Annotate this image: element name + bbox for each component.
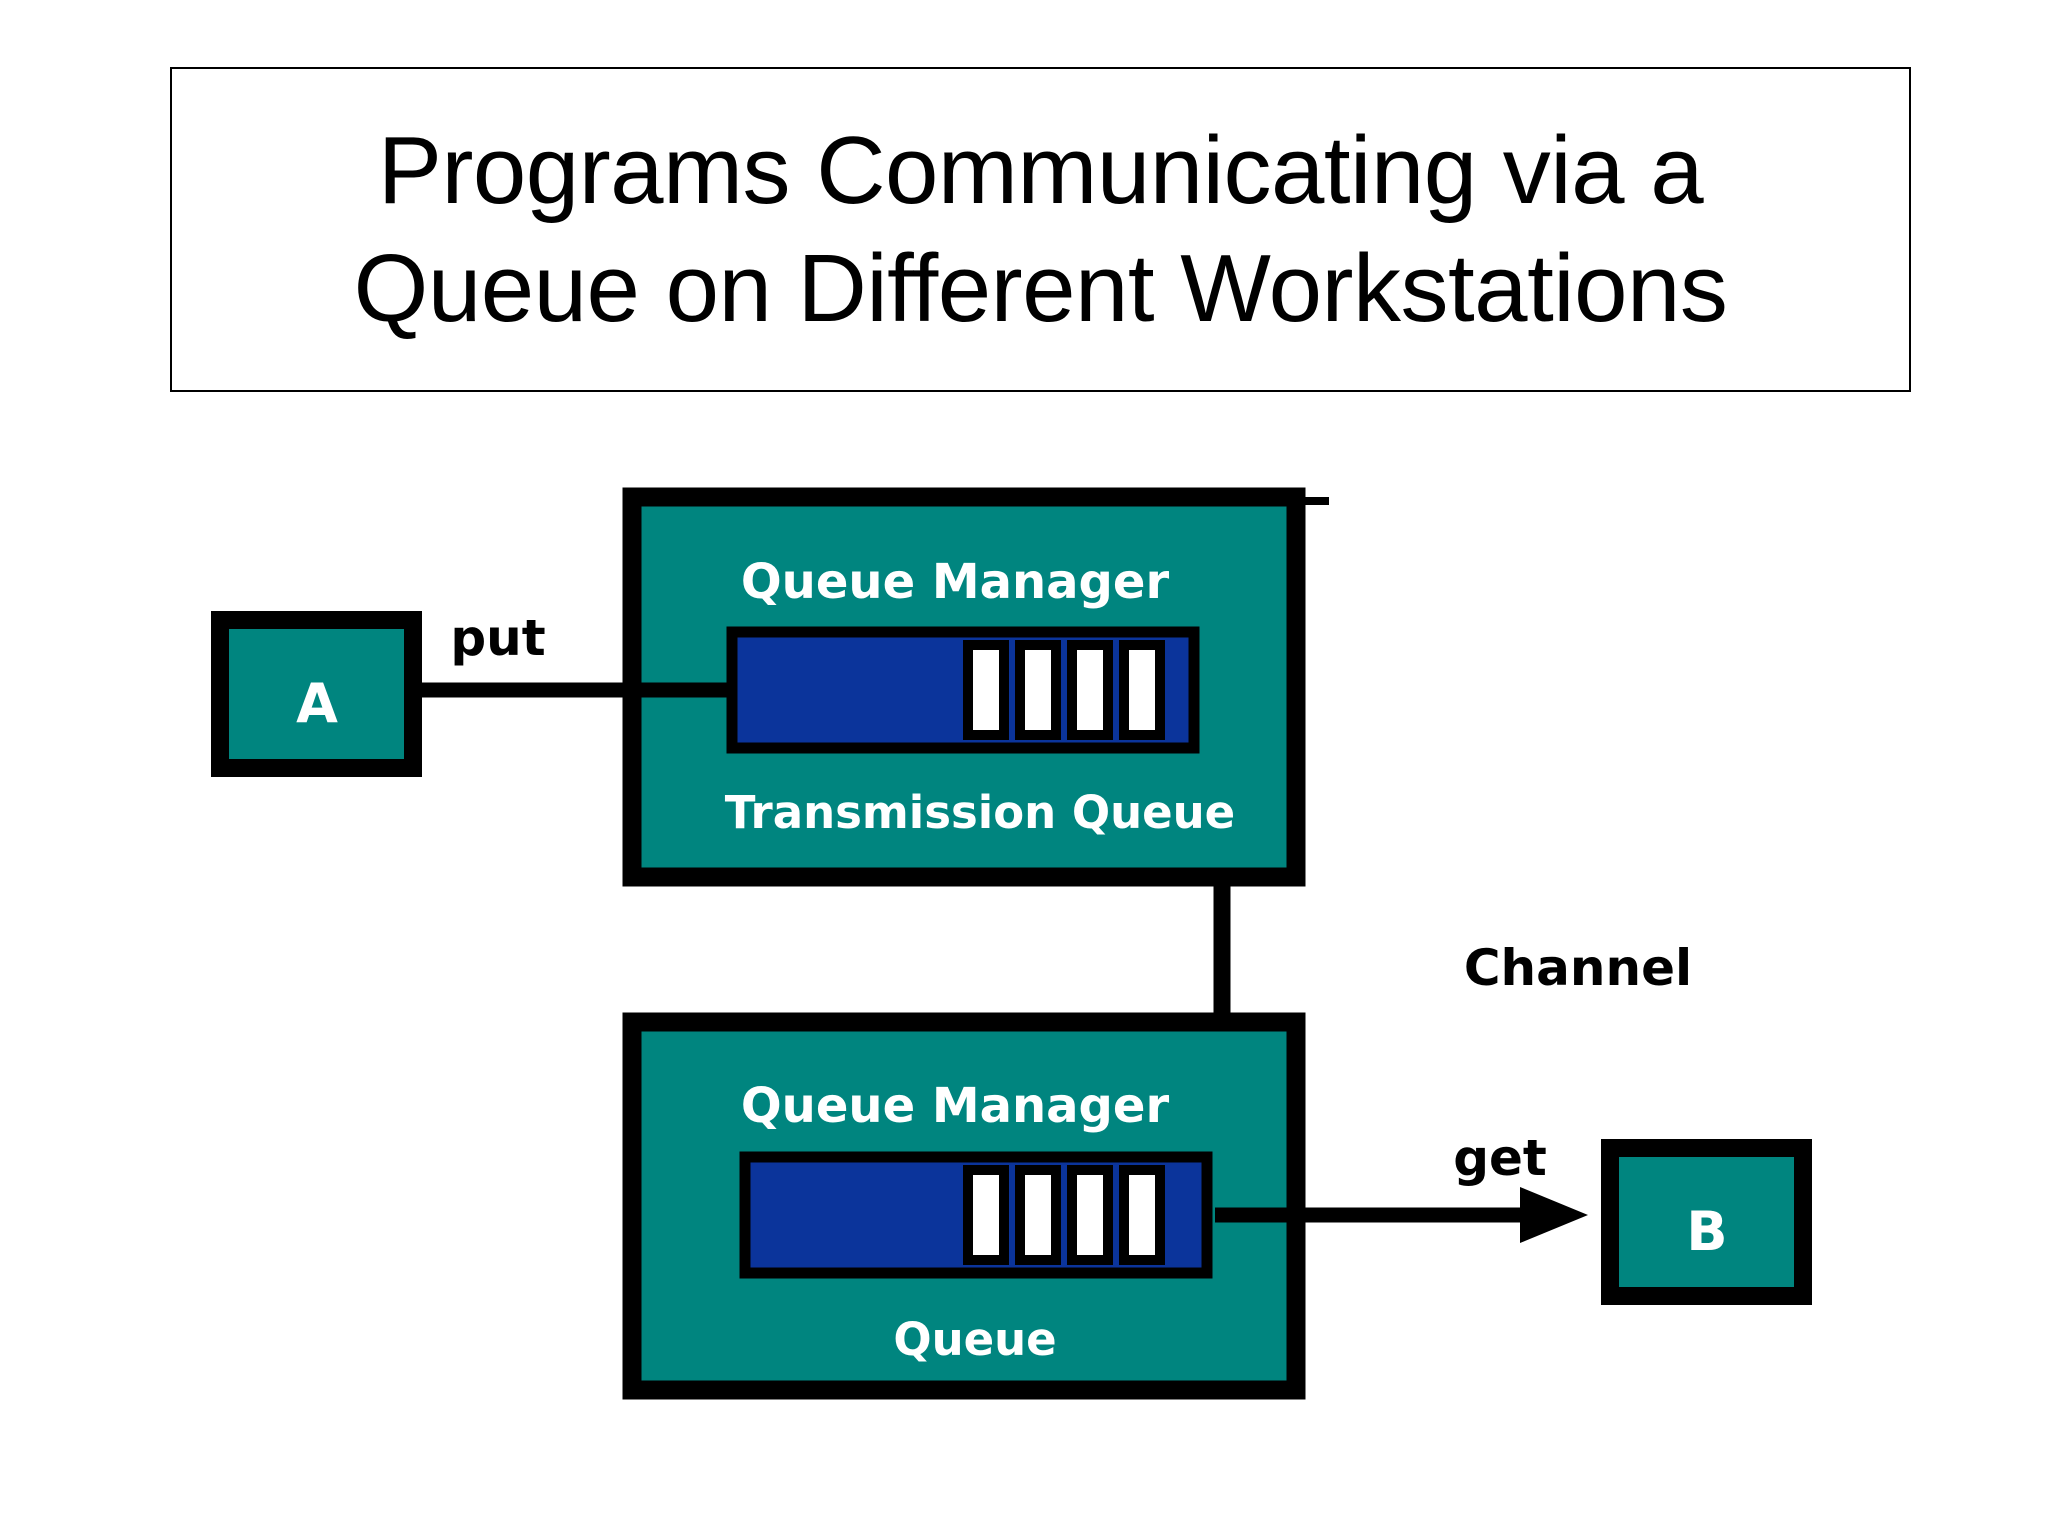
queue-message-block <box>1015 1165 1061 1265</box>
program-b-label: B <box>1686 1200 1727 1263</box>
program-b-node[interactable]: B <box>1601 1139 1812 1305</box>
queue-message-block <box>1067 1165 1113 1265</box>
get-arrow <box>1215 1187 1588 1243</box>
slide-title-box: Programs Communicating via a Queue on Di… <box>170 67 1911 392</box>
transmission-queue-group <box>726 626 1200 754</box>
sender-queue-manager-label: Queue Manager <box>741 554 1170 610</box>
transmission-queue-label: Transmission Queue <box>725 786 1235 839</box>
sender-node-corner-tick <box>1305 497 1329 505</box>
queue-message-block <box>1119 1165 1165 1265</box>
program-a-label: A <box>296 672 338 735</box>
receiver-queue-label: Queue <box>893 1313 1056 1366</box>
queue-message-block <box>963 1165 1009 1265</box>
channel-label: Channel <box>1464 939 1692 997</box>
program-a-box[interactable] <box>211 611 422 777</box>
get-label: get <box>1453 1129 1547 1187</box>
queue-message-block <box>963 640 1009 740</box>
queue-message-block <box>1119 640 1165 740</box>
page-title-line-1: Programs Communicating via a <box>377 117 1704 225</box>
queue-message-block <box>1067 640 1113 740</box>
put-label: put <box>450 609 545 667</box>
program-b-box[interactable] <box>1601 1139 1812 1305</box>
program-a-node[interactable]: A <box>211 611 422 777</box>
queue-message-block <box>1015 640 1061 740</box>
receiver-queue-group <box>739 1151 1213 1279</box>
receiver-queue-manager-label: Queue Manager <box>741 1078 1170 1134</box>
page-title-line-2: Queue on Different Workstations <box>353 234 1728 342</box>
get-arrow-head <box>1520 1187 1588 1243</box>
